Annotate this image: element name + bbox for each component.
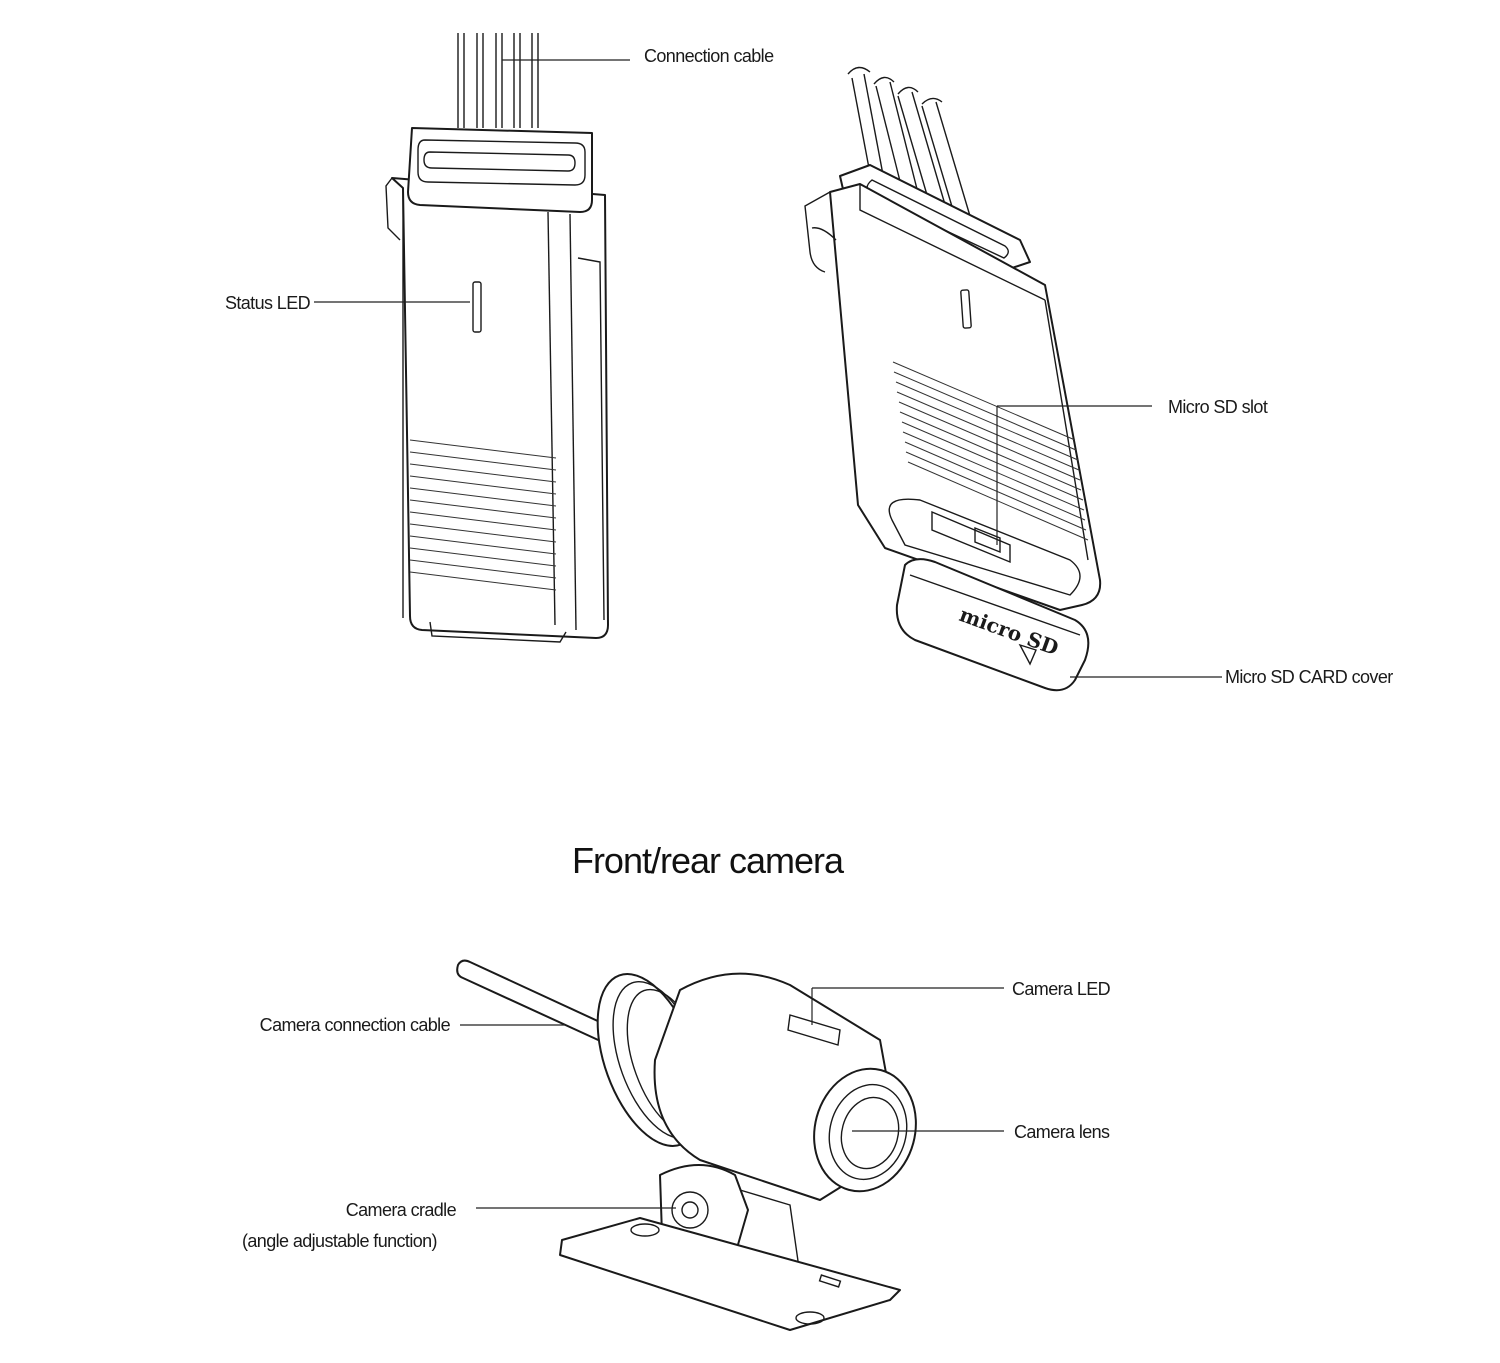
main-unit-front: [385, 33, 609, 643]
main-unit-front-cables: [457, 33, 539, 128]
main-unit-angled: micro SD: [804, 66, 1102, 692]
leader-lines: [314, 59, 1222, 1209]
label-micro-sd-slot: Micro SD slot: [1168, 397, 1268, 417]
label-camera-cradle: Camera cradle: [345, 1200, 457, 1220]
label-status-led: Status LED: [224, 293, 311, 313]
main-unit-angled-ribs: [892, 361, 1089, 541]
label-connection-cable: Connection cable: [644, 46, 774, 66]
section-heading: Front/rear camera: [571, 840, 844, 881]
label-micro-sd-card-cover: Micro SD CARD cover: [1225, 667, 1393, 687]
camera: [456, 959, 917, 1331]
label-camera-connection-cable: Camera connection cable: [259, 1015, 451, 1035]
label-camera-cradle-note: (angle adjustable function): [242, 1231, 438, 1251]
label-camera-lens: Camera lens: [1014, 1122, 1110, 1142]
main-unit-front-ribs: [409, 439, 557, 591]
label-camera-led: Camera LED: [1012, 979, 1111, 999]
